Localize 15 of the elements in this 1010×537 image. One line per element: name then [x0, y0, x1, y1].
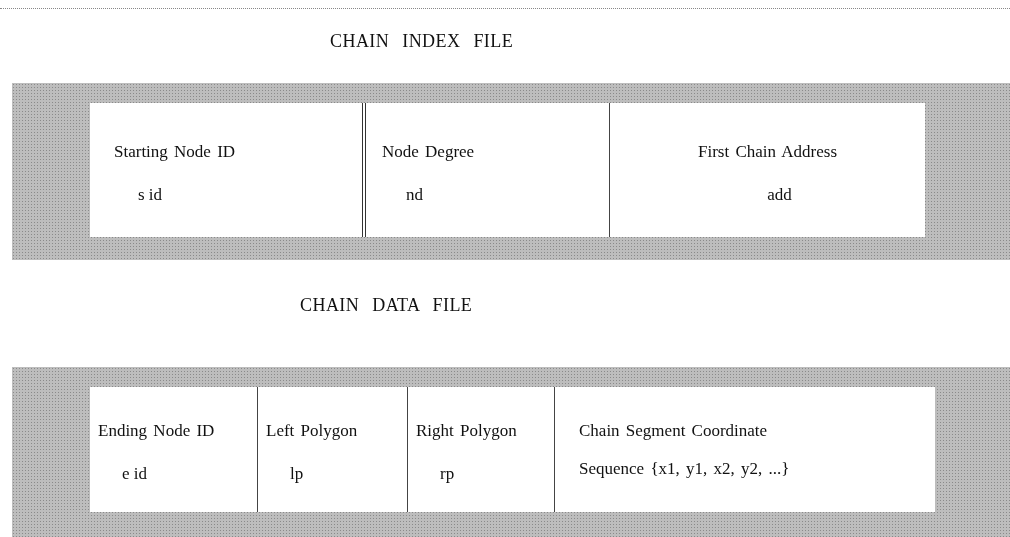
field-symbol: add	[766, 183, 792, 206]
section-heading: CHAIN DATA FILE	[300, 294, 473, 317]
field-name: Chain Segment Coordinate Sequence {x1, y1, x2, y2, ...}	[579, 420, 791, 480]
field-name: Starting Node ID	[114, 140, 236, 163]
field-name: Ending Node ID	[98, 420, 215, 443]
field-name: First Chain Address	[697, 140, 838, 163]
field-symbol: s id	[137, 183, 163, 206]
field-name: Node Degree	[382, 140, 475, 163]
field-symbol: nd	[405, 183, 423, 206]
field-name: Right Polygon	[416, 420, 517, 443]
field-symbol: lp	[289, 463, 304, 486]
field-symbol: e id	[121, 463, 148, 486]
field-name: Left Polygon	[266, 420, 358, 443]
field-symbol: rp	[439, 463, 455, 486]
section-heading: CHAIN INDEX FILE	[330, 30, 514, 53]
